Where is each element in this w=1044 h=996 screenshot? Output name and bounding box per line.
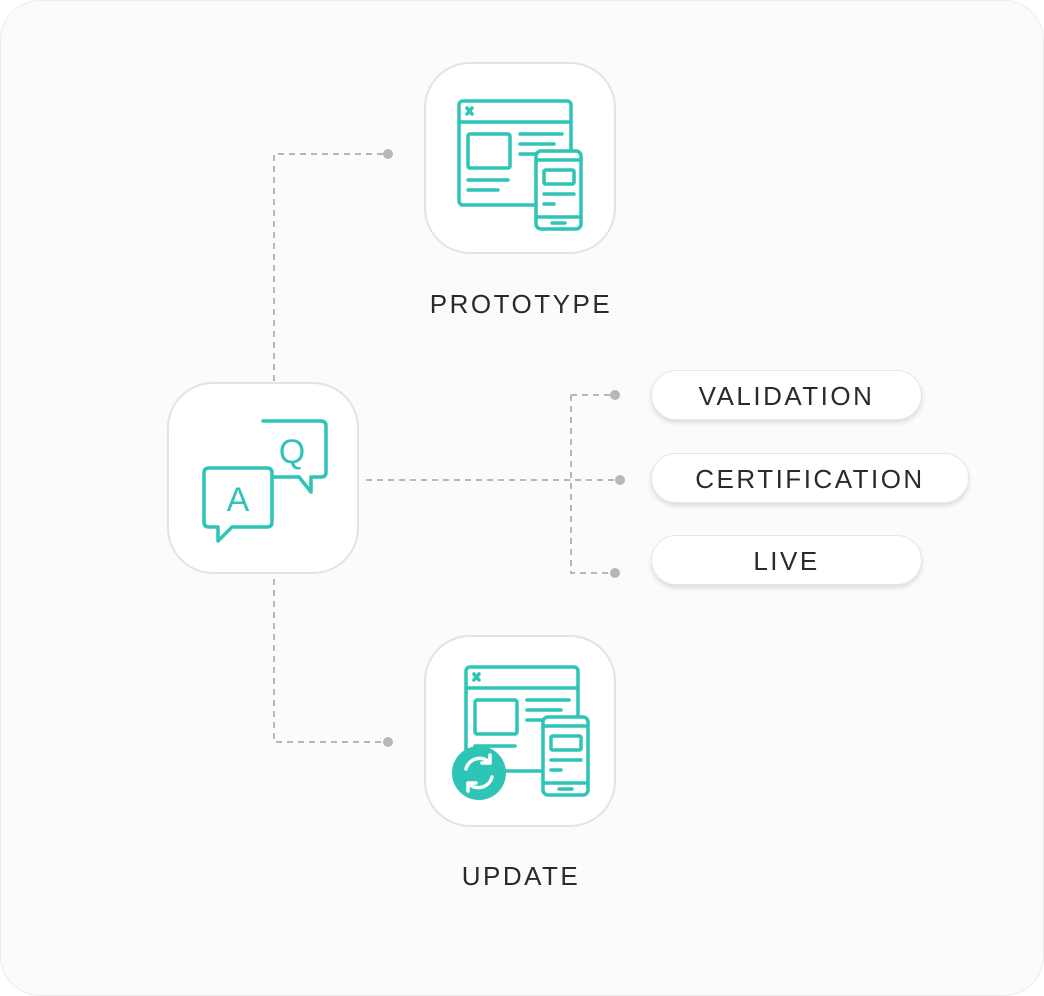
connector-to-prototype xyxy=(273,153,384,381)
prototype-card[interactable] xyxy=(424,62,616,254)
browser-and-phone-icon xyxy=(457,99,583,231)
browser-phone-sync-icon xyxy=(452,665,590,800)
update-card[interactable] xyxy=(424,635,616,827)
question-letter: Q xyxy=(279,433,305,471)
sync-badge-icon xyxy=(452,746,506,800)
connector-stage-branch xyxy=(570,394,613,574)
connector-dot-live xyxy=(610,568,620,578)
connector-dot-update xyxy=(383,737,393,747)
connector-dot-certification xyxy=(615,475,625,485)
answer-bubble-icon xyxy=(202,466,274,543)
stage-live-pill[interactable]: LIVE xyxy=(651,535,922,585)
connector-dot-validation xyxy=(610,390,620,400)
qa-center-card[interactable]: Q A xyxy=(167,382,359,574)
prototype-label: PROTOTYPE xyxy=(429,289,613,319)
stage-validation-pill[interactable]: VALIDATION xyxy=(651,370,922,420)
question-bubble-icon xyxy=(261,419,328,494)
qa-chat-bubbles-icon: Q A xyxy=(202,419,328,543)
answer-letter: A xyxy=(227,481,250,519)
connector-dot-prototype xyxy=(383,149,393,159)
update-label: UPDATE xyxy=(461,861,581,891)
stage-certification-pill[interactable]: CERTIFICATION xyxy=(651,453,969,503)
connector-to-update xyxy=(273,579,384,743)
